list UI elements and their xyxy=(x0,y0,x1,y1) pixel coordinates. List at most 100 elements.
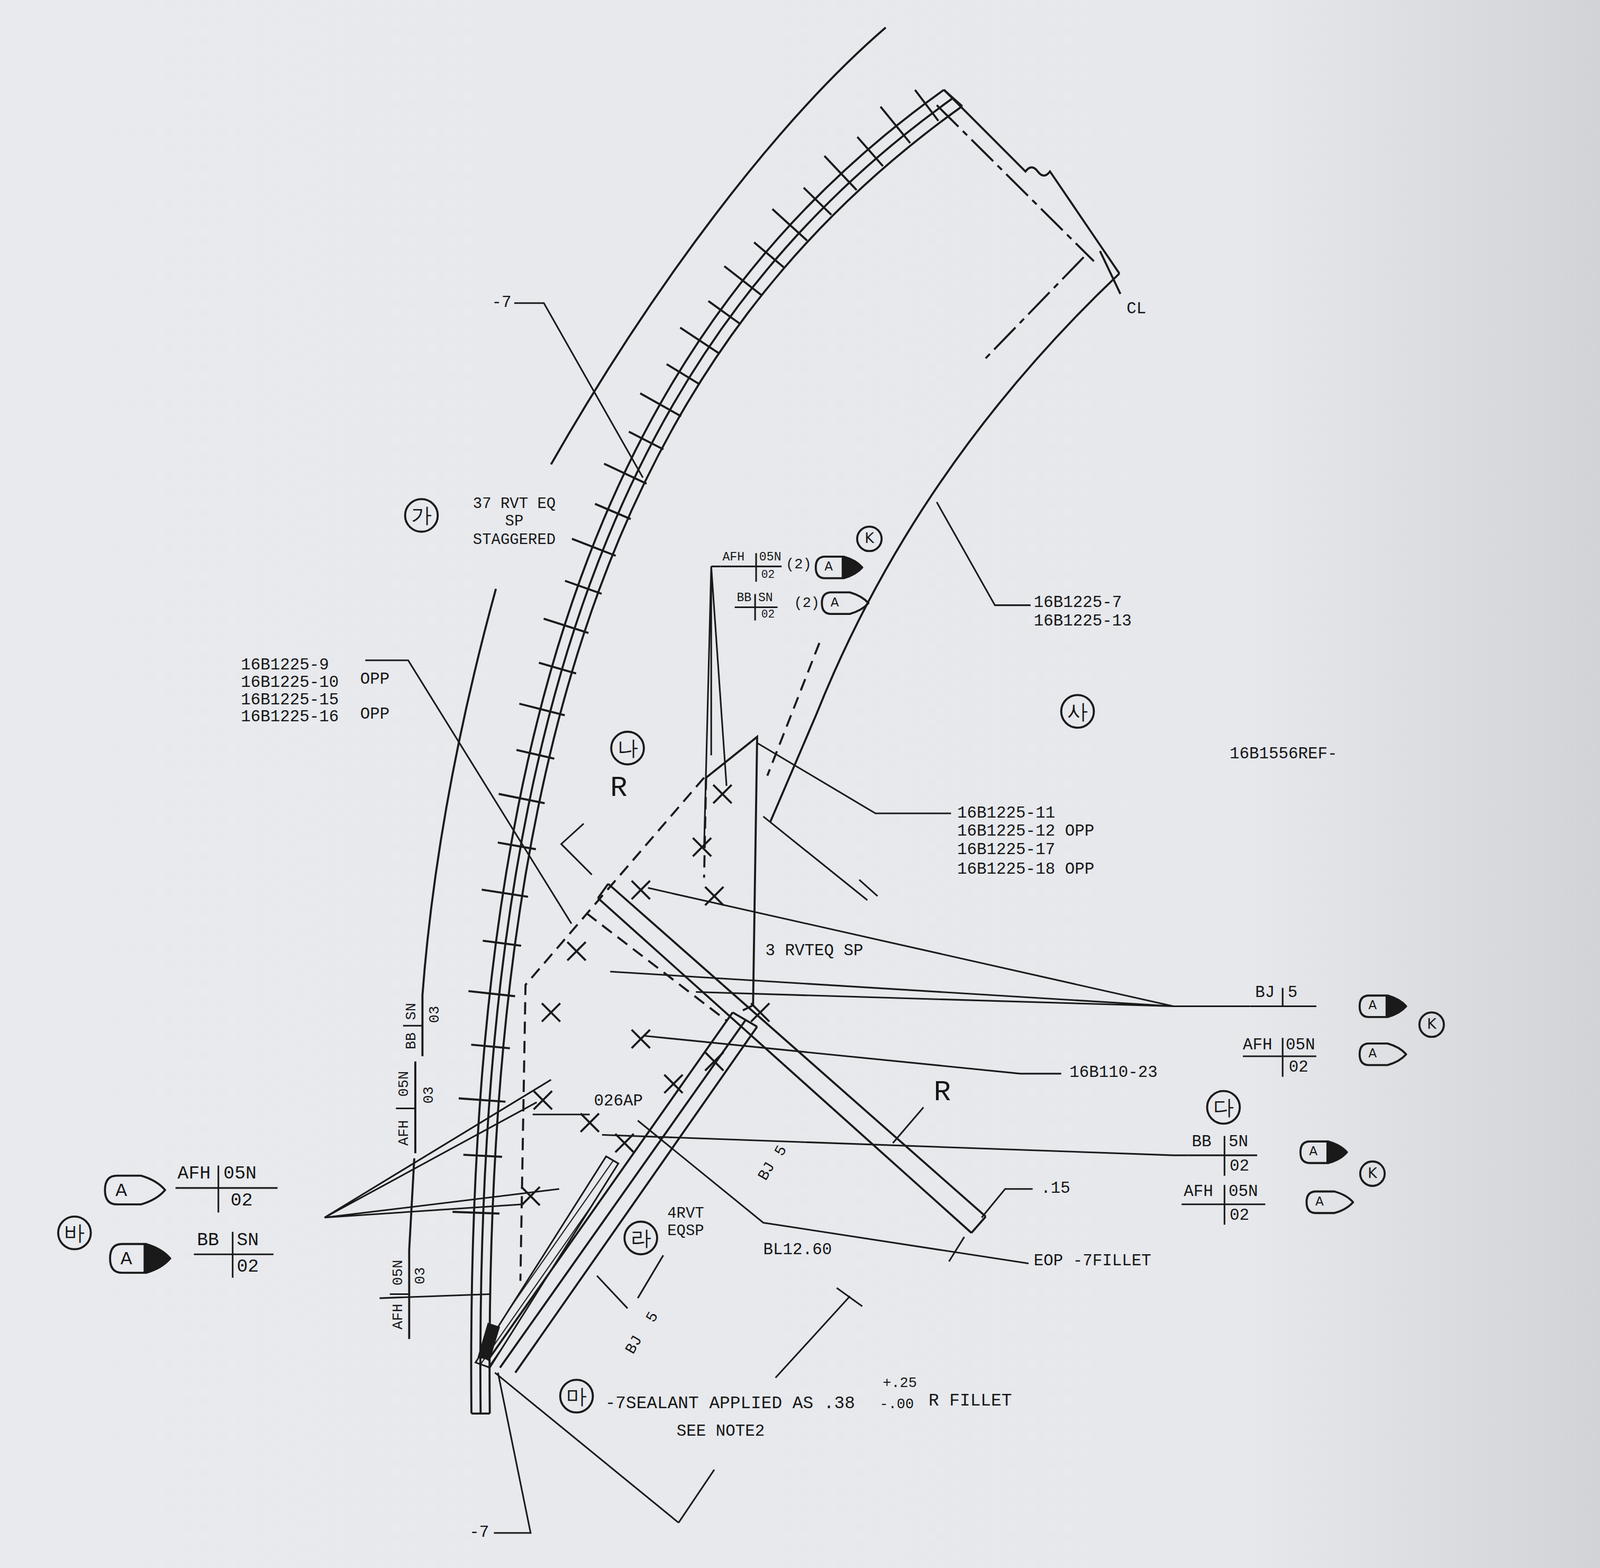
rivet-mark xyxy=(692,837,712,857)
flag-outline-path xyxy=(1300,1141,1348,1163)
callout-text: R xyxy=(933,1076,951,1110)
rivet-mark xyxy=(580,1113,599,1132)
rivet-mark xyxy=(580,1113,599,1132)
marker-text: 마 xyxy=(566,1384,587,1407)
rivet-tick xyxy=(498,793,545,804)
rivet-mark xyxy=(615,1133,634,1153)
callout-text: 05N xyxy=(759,550,782,566)
flag-outline xyxy=(107,1241,172,1275)
callout-text: 05N xyxy=(1228,1182,1259,1202)
outer-contour xyxy=(550,27,886,465)
marker-text: K xyxy=(864,530,875,547)
callout-text: 02 xyxy=(761,568,775,581)
callout-text: BL12.60 xyxy=(763,1240,833,1260)
callout-text: 5 xyxy=(643,1308,664,1326)
callout-text: 03 xyxy=(412,1267,429,1285)
flag-outline xyxy=(1358,993,1408,1018)
callout-text: AFH xyxy=(1242,1035,1273,1054)
rivet-tick xyxy=(753,242,784,268)
flag-outline xyxy=(814,555,864,580)
callout-text: 16B1225-18 OPP xyxy=(957,860,1095,879)
flag-outline-path xyxy=(110,1243,171,1273)
leader-line xyxy=(324,303,1250,1533)
marker-text: 바 xyxy=(64,1221,85,1244)
rivet-tick xyxy=(708,301,741,324)
callout-text: 02 xyxy=(761,607,775,621)
callout-text: 16B1225-13 xyxy=(1033,612,1132,631)
circled-marker: 사 xyxy=(1060,693,1096,729)
rivet-mark xyxy=(567,941,586,961)
callout-text: 5N xyxy=(1228,1132,1249,1152)
callout-text: AFH xyxy=(389,1303,407,1330)
marker-text: A xyxy=(115,1180,127,1200)
rivet-tick xyxy=(538,662,576,674)
flag-symbol: A xyxy=(1305,1189,1355,1215)
callout-text: 16B1225-15 xyxy=(240,691,339,710)
rivet-tick xyxy=(640,393,681,416)
flag-symbol: A xyxy=(814,555,864,580)
rivet-tick xyxy=(471,1044,511,1049)
rivet-tick xyxy=(666,364,700,385)
callout-text: AFH xyxy=(1183,1182,1214,1202)
callout-text: OPP xyxy=(360,705,390,724)
callout-text: 5 xyxy=(1287,983,1298,1003)
marker-text: 가 xyxy=(411,504,432,527)
rivet-mark xyxy=(705,1051,724,1071)
rivet-mark xyxy=(631,1029,651,1049)
rivet-mark xyxy=(533,1091,553,1110)
marker-text: K xyxy=(1426,1016,1437,1033)
flag-symbol: A xyxy=(1358,1041,1408,1067)
hatched-section xyxy=(475,1156,619,1368)
rivet-mark xyxy=(521,1186,540,1206)
callout-text: BB xyxy=(196,1229,220,1251)
circled-marker: 라 xyxy=(623,1220,659,1256)
flag-outline xyxy=(1305,1189,1355,1215)
rivet-tick xyxy=(565,580,602,594)
weld-symbol-line xyxy=(175,552,1317,1294)
callout-text: BB xyxy=(1192,1132,1212,1152)
rivet-tick xyxy=(519,703,565,716)
callout-text: CL xyxy=(1126,300,1147,319)
rivet-mark xyxy=(521,1186,540,1206)
circled-marker: K xyxy=(1359,1160,1386,1187)
rivet-tick xyxy=(458,1098,506,1102)
rivet-tick xyxy=(772,208,808,241)
flag-outline xyxy=(1298,1139,1349,1165)
rivet-mark xyxy=(705,886,724,906)
dimension-line xyxy=(561,816,1033,1523)
callout-text: BB xyxy=(736,592,752,607)
callout-text: R xyxy=(610,772,627,806)
circled-marker: 바 xyxy=(57,1215,93,1251)
callout-text: EOP -7FILLET xyxy=(1033,1251,1152,1271)
callout-text: 05N xyxy=(1285,1035,1316,1054)
flag-outline-path xyxy=(1306,1191,1353,1213)
callout-text: BJ xyxy=(1255,983,1275,1003)
skin-line xyxy=(480,97,953,1414)
callout-text: BJ xyxy=(622,1332,647,1358)
rivet-tick xyxy=(604,463,647,484)
callout-text: 16B110-23 xyxy=(1069,1063,1158,1083)
callout-text: 05N xyxy=(389,1259,407,1286)
callout-text: AFH xyxy=(177,1163,211,1185)
callout-text: 02 xyxy=(1288,1058,1309,1077)
circled-marker: 마 xyxy=(559,1378,595,1414)
callout-text: 05N xyxy=(223,1163,257,1185)
callout-text: 16B1225-17 xyxy=(957,840,1056,860)
marker-text: A xyxy=(1308,1145,1318,1159)
callout-text: -.00 xyxy=(879,1395,914,1413)
rivet-mark xyxy=(541,1003,561,1022)
rivet-mark xyxy=(567,941,586,961)
rivet-tick xyxy=(857,137,883,167)
frame-outline xyxy=(770,89,1120,822)
marker-text: A xyxy=(120,1248,133,1268)
rivet-tick xyxy=(680,327,720,354)
callout-text: 16B1225-11 xyxy=(957,804,1056,823)
callout-text: BB xyxy=(403,1032,420,1050)
callout-text: BJ xyxy=(755,1159,780,1185)
callout-text: 16B1225-10 xyxy=(240,673,339,693)
circled-marker: K xyxy=(856,525,883,552)
flag-outline xyxy=(1358,1041,1408,1067)
callout-text: 02 xyxy=(1229,1206,1250,1225)
centerline xyxy=(936,105,1094,360)
